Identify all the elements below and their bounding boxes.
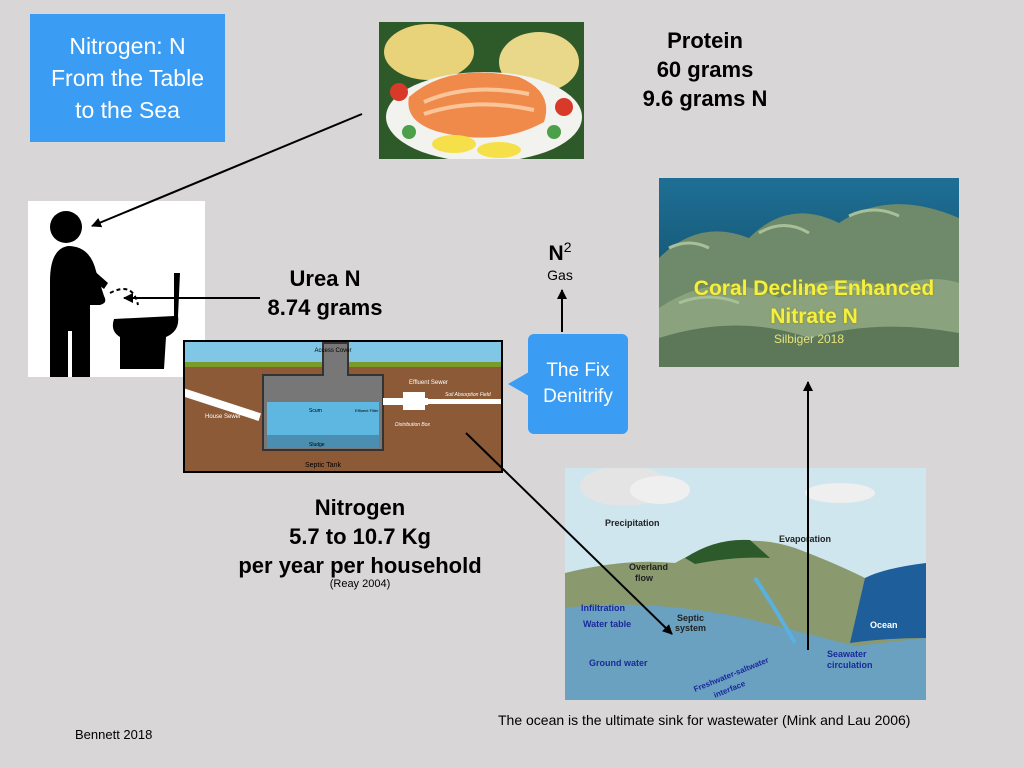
n2-symbol: N	[548, 242, 564, 265]
n2-gas: Gas	[547, 267, 573, 283]
reay-citation: (Reay 2004)	[329, 578, 391, 590]
protein-text: Protein 60 grams 9.6 grams N	[610, 26, 800, 113]
septic-system-label-1: Septic	[677, 613, 704, 623]
septic-distribution-box-label: Distribution Box	[395, 422, 431, 428]
fix-title: The Fix	[546, 360, 610, 381]
ground-water-label: Ground water	[589, 658, 648, 668]
precipitation-label: Precipitation	[605, 518, 660, 528]
arrow-food-to-person	[91, 113, 363, 228]
overland-label: Overland	[629, 562, 668, 572]
water-table-label: Water table	[583, 619, 631, 629]
fix-denitrify: Denitrify	[543, 386, 613, 407]
coral-caption: Coral Decline Enhanced Nitrate N	[659, 275, 969, 331]
evaporation-label: Evaporation	[779, 534, 831, 544]
nitrogen-amount: 5.7 to 10.7 Kg	[289, 524, 431, 549]
coral-credit: Silbiger 2018	[773, 332, 845, 346]
n2-gas-label: N2 Gas	[530, 235, 590, 284]
septic-soil-absorption-label: Soil Absorption Field	[445, 392, 491, 398]
flow-label: flow	[635, 573, 654, 583]
ocean-caption: The ocean is the ultimate sink for waste…	[498, 712, 911, 728]
coral-nitrate: Nitrate N	[770, 305, 858, 328]
septic-access-cover-label: Access Cover	[314, 348, 351, 354]
urinating-person-icon	[28, 201, 205, 377]
septic-effluent-filter-label: Effluent Filter	[355, 408, 379, 413]
nitrogen-per-household: per year per household	[238, 553, 482, 578]
author-credit: Bennett 2018	[75, 727, 153, 742]
urea-title: Urea N	[289, 266, 361, 291]
arrow-septic-to-groundwater	[465, 432, 673, 635]
fix-callout-pointer	[508, 372, 529, 396]
protein-nitrogen: 9.6 grams N	[642, 86, 768, 111]
title-line-1: Nitrogen: N	[69, 33, 186, 59]
title-line-3: to the Sea	[75, 97, 180, 123]
salmon-plate-image	[379, 22, 584, 159]
septic-tank-label: Septic Tank	[305, 462, 342, 469]
coral-reef-image	[659, 178, 959, 367]
title-box: Nitrogen: N From the Table to the Sea	[30, 14, 225, 142]
nitrogen-household-text: Nitrogen 5.7 to 10.7 Kg per year per hou…	[210, 493, 510, 580]
water-cycle-diagram: Precipitation Evaporation Overland flow …	[565, 468, 926, 700]
coral-title: Coral Decline Enhanced	[693, 277, 935, 300]
nitrogen-title: Nitrogen	[314, 495, 406, 520]
n2-superscript: 2	[563, 239, 572, 255]
protein-title: Protein	[667, 28, 743, 53]
septic-effluent-sewer-label: Effluent Sewer	[409, 380, 448, 386]
title-line-2: From the Table	[51, 65, 204, 91]
protein-grams: 60 grams	[656, 57, 754, 82]
septic-scum-label: Scum	[309, 408, 322, 414]
septic-tank-diagram: Access Cover Effluent Sewer Soil Absorpt…	[183, 340, 503, 473]
ocean-label: Ocean	[870, 620, 898, 630]
seawater-label-2: circulation	[827, 660, 873, 670]
urea-text: Urea N 8.74 grams	[255, 264, 395, 322]
septic-system-label-2: system	[675, 623, 706, 633]
fix-callout-box: The Fix Denitrify	[528, 334, 628, 434]
septic-house-sewer-label: House Sewer	[205, 414, 241, 420]
seawater-label-1: Seawater	[827, 649, 867, 659]
infiltration-label: Infiltration	[581, 603, 625, 613]
urea-grams: 8.74 grams	[267, 295, 383, 320]
septic-sludge-label: Sludge	[309, 442, 325, 448]
